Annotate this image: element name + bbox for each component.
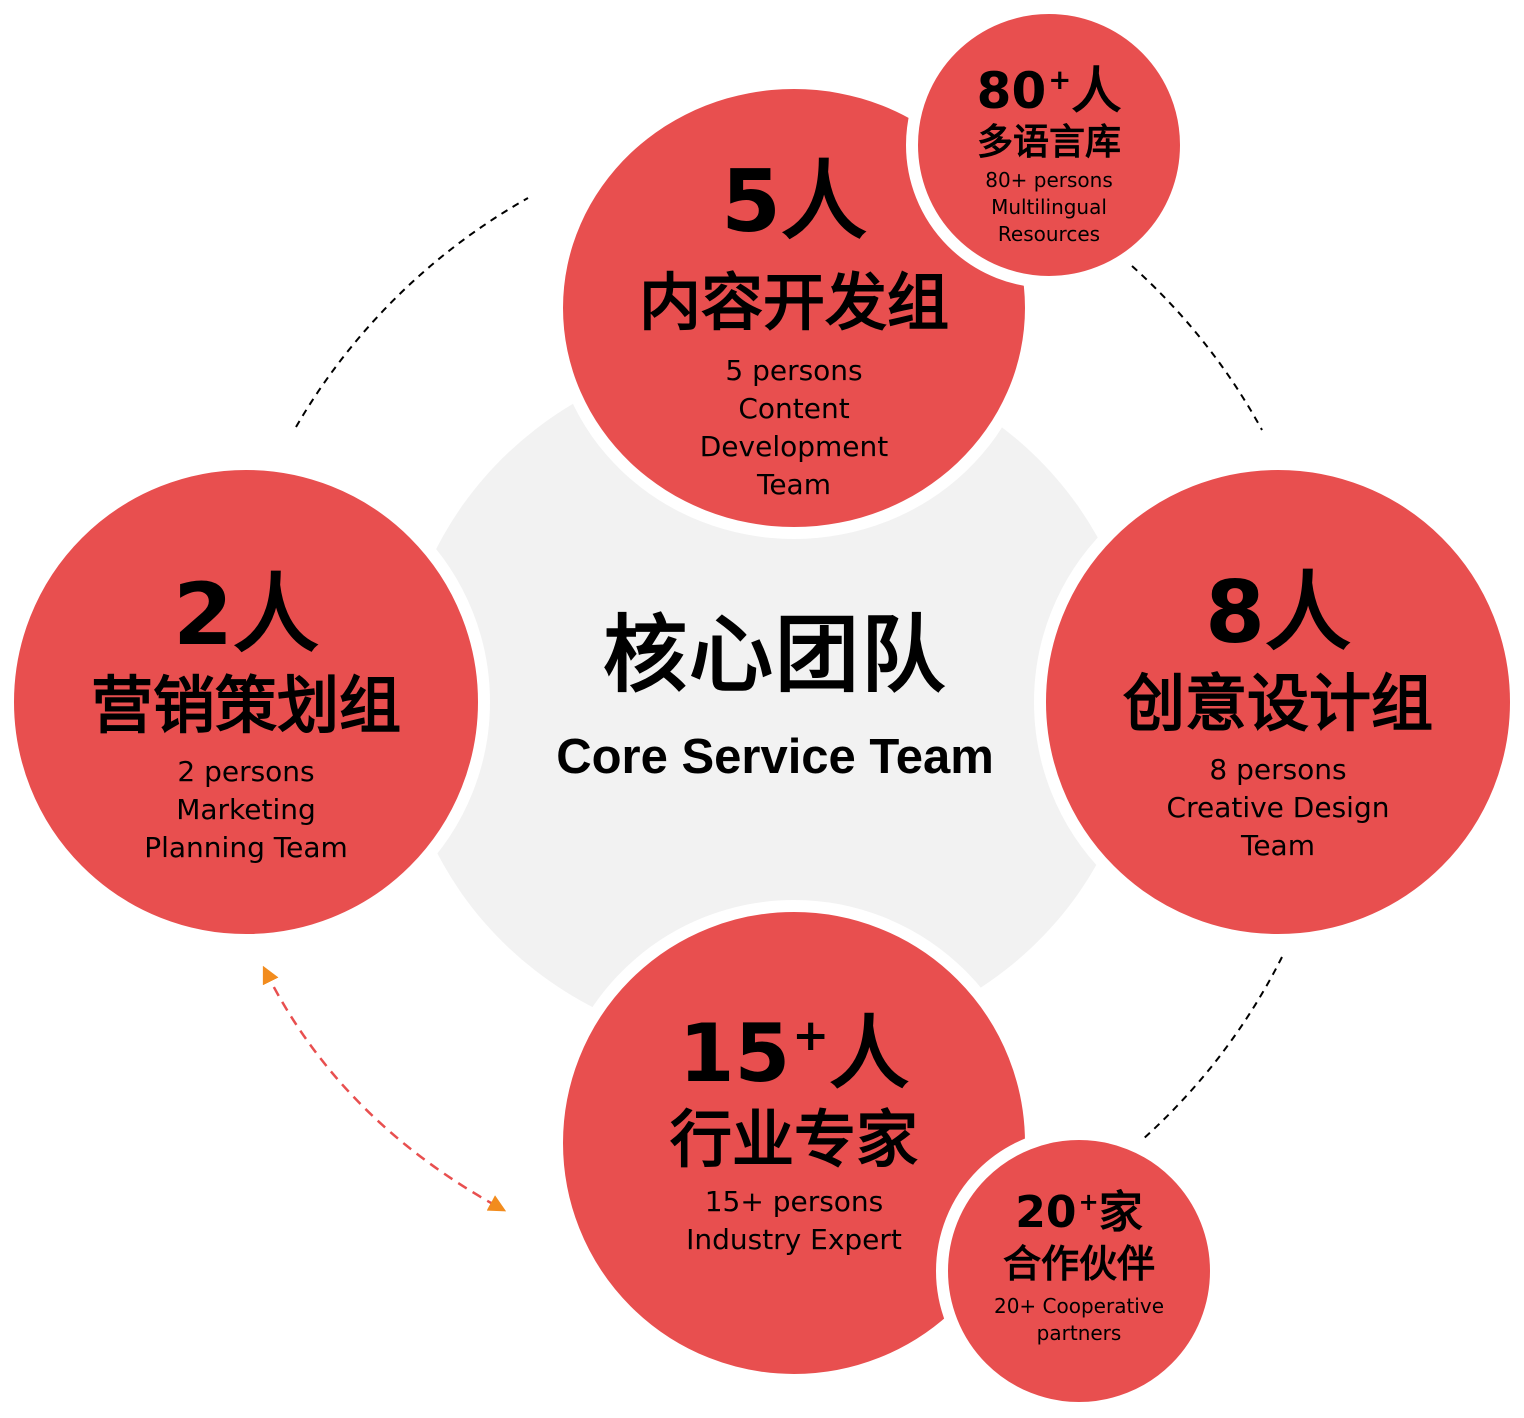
- marketing-planning-english: 2 persons Marketing Planning Team: [144, 755, 348, 865]
- creative-design-group: 8人 创意设计组 8 persons Creative Design Team: [1034, 458, 1522, 946]
- multilingual-count: 80+人: [976, 62, 1122, 120]
- cooperative-partners: 20+家 合作伙伴 20+ Cooperative partners: [936, 1128, 1222, 1414]
- marketing-planning-count: 2人: [173, 565, 319, 665]
- partners-count: 20+家: [1015, 1186, 1143, 1238]
- creative-design-count: 8人: [1205, 563, 1351, 663]
- creative-design-name: 创意设计组: [1122, 667, 1433, 740]
- content-development-name: 内容开发组: [638, 266, 949, 339]
- industry-expert-count: 15+人: [678, 1007, 910, 1100]
- dashed-arc-bottom-right: [1141, 956, 1283, 1141]
- content-development-english: 5 persons Content Development Team: [699, 354, 889, 502]
- creative-design-english: 8 persons Creative Design Team: [1166, 753, 1390, 863]
- dashed-arc-top-right: [1131, 265, 1263, 431]
- marketing-planning-group: 2人 营销策划组 2 persons Marketing Planning Te…: [2, 458, 490, 946]
- dashed-arc-top-left: [295, 197, 529, 428]
- multilingual-english: 80+ persons Multilingual Resources: [985, 168, 1113, 247]
- core-team-label: 核心团队 Core Service Team: [500, 600, 1050, 792]
- industry-expert-english: 15+ persons Industry Expert: [686, 1185, 902, 1257]
- content-development-count: 5人: [721, 152, 867, 252]
- dashed-arrow-bottom-left: [262, 965, 507, 1212]
- core-team-title: 核心团队: [602, 606, 947, 704]
- industry-expert-name: 行业专家: [669, 1103, 918, 1176]
- partners-name: 合作伙伴: [1002, 1241, 1155, 1286]
- core-team-subtitle: Core Service Team: [556, 730, 994, 784]
- multilingual-name: 多语言库: [976, 122, 1121, 163]
- multilingual-resources: 80+人 多语言库 80+ persons Multilingual Resou…: [906, 2, 1192, 288]
- partners-english: 20+ Cooperative partners: [993, 1293, 1165, 1345]
- marketing-planning-name: 营销策划组: [90, 669, 401, 742]
